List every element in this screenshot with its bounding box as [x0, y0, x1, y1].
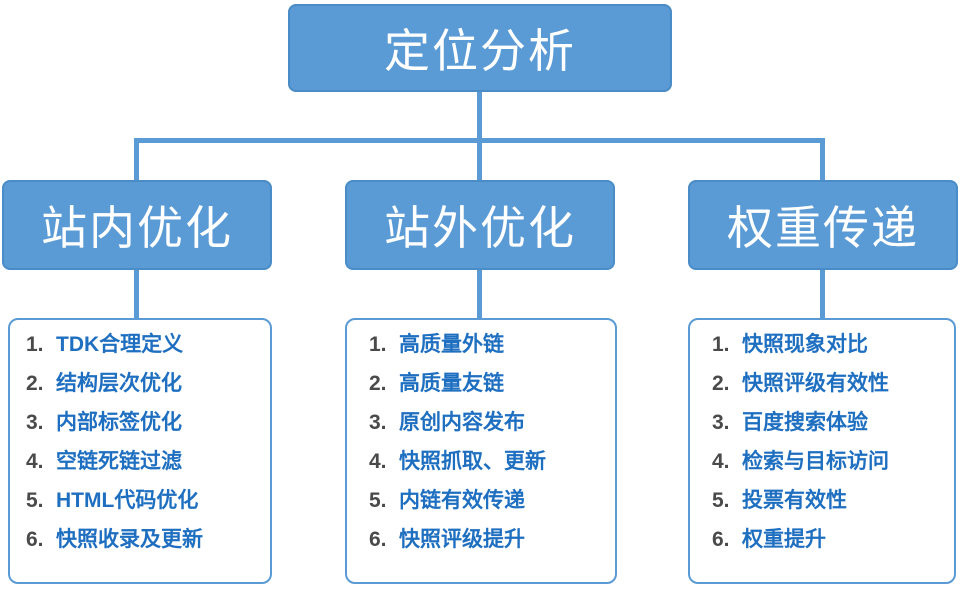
list-item-label: 原创内容发布 — [399, 411, 525, 434]
list-item: 1. 高质量外链 — [347, 334, 615, 355]
list-item-label: 高质量友链 — [399, 372, 504, 395]
list-item-label: 高质量外链 — [399, 333, 504, 356]
list-item-number: 6. — [369, 528, 387, 551]
list-item: 1. 快照现象对比 — [690, 334, 954, 355]
list-item-label: 快照抓取、更新 — [399, 450, 546, 473]
list-item: 6. 快照评级提升 — [347, 529, 615, 550]
branch-node-onsite[interactable]: 站内优化 — [2, 180, 272, 270]
list-item-label: 快照评级有效性 — [742, 372, 889, 395]
connector-root-vertical — [477, 92, 482, 140]
list-item: 3. 内部标签优化 — [10, 412, 270, 433]
root-node-label: 定位分析 — [384, 25, 576, 77]
list-item-label: HTML代码优化 — [56, 489, 199, 512]
list-item: 3. 原创内容发布 — [347, 412, 615, 433]
list-item: 6. 快照收录及更新 — [10, 529, 270, 550]
list-item-number: 3. — [712, 411, 730, 434]
branch-node-offsite[interactable]: 站外优化 — [345, 180, 615, 270]
branch-node-weight-label: 权重传递 — [727, 202, 919, 254]
list-item: 3. 百度搜索体验 — [690, 412, 954, 433]
list-box-weight: 1. 快照现象对比 2. 快照评级有效性 3. 百度搜索体验 4. 检索与目标访… — [688, 318, 956, 584]
list-item: 6. 权重提升 — [690, 529, 954, 550]
list-item-label: 快照评级提升 — [399, 528, 525, 551]
root-node[interactable]: 定位分析 — [288, 4, 672, 92]
branch-node-onsite-label: 站内优化 — [41, 202, 233, 254]
list-item-label: 内链有效传递 — [399, 489, 525, 512]
connector-list-1-vertical — [477, 270, 482, 320]
list-item-number: 5. — [369, 489, 387, 512]
list-item: 2. 高质量友链 — [347, 373, 615, 394]
list-item-number: 5. — [26, 489, 44, 512]
list-box-offsite: 1. 高质量外链 2. 高质量友链 3. 原创内容发布 4. 快照抓取、更新 5… — [345, 318, 617, 584]
list-item: 4. 检索与目标访问 — [690, 451, 954, 472]
list-item: 1. TDK合理定义 — [10, 334, 270, 355]
list-item-label: 结构层次优化 — [56, 372, 182, 395]
list-item: 5. HTML代码优化 — [10, 490, 270, 511]
list-item-number: 2. — [369, 372, 387, 395]
connector-branch-0-vertical — [134, 138, 139, 184]
list-item-label: 内部标签优化 — [56, 411, 182, 434]
list-item-label: 空链死链过滤 — [56, 450, 182, 473]
list-item-label: 快照现象对比 — [742, 333, 868, 356]
list-item-number: 1. — [369, 333, 387, 356]
list-item-label: 百度搜索体验 — [742, 411, 868, 434]
list-item-number: 5. — [712, 489, 730, 512]
list-item-number: 6. — [26, 528, 44, 551]
branch-node-offsite-label: 站外优化 — [384, 202, 576, 254]
list-item-label: 权重提升 — [742, 528, 826, 551]
list-item-label: 快照收录及更新 — [56, 528, 203, 551]
list-item: 4. 快照抓取、更新 — [347, 451, 615, 472]
list-item: 5. 投票有效性 — [690, 490, 954, 511]
list-item-number: 3. — [369, 411, 387, 434]
list-item-number: 3. — [26, 411, 44, 434]
list-item-number: 4. — [712, 450, 730, 473]
list-item-label: 投票有效性 — [742, 489, 847, 512]
connector-list-0-vertical — [134, 270, 139, 320]
connector-list-2-vertical — [820, 270, 825, 320]
list-item-number: 2. — [26, 372, 44, 395]
list-item-number: 4. — [369, 450, 387, 473]
list-item: 2. 结构层次优化 — [10, 373, 270, 394]
list-item: 4. 空链死链过滤 — [10, 451, 270, 472]
list-item-number: 2. — [712, 372, 730, 395]
connector-branch-2-vertical — [820, 138, 825, 184]
branch-node-weight[interactable]: 权重传递 — [688, 180, 958, 270]
connector-branch-1-vertical — [477, 138, 482, 184]
list-item-number: 1. — [26, 333, 44, 356]
list-box-onsite: 1. TDK合理定义 2. 结构层次优化 3. 内部标签优化 4. 空链死链过滤… — [8, 318, 272, 584]
list-item: 5. 内链有效传递 — [347, 490, 615, 511]
list-item-number: 6. — [712, 528, 730, 551]
list-item-label: 检索与目标访问 — [742, 450, 889, 473]
list-item-number: 4. — [26, 450, 44, 473]
list-item-number: 1. — [712, 333, 730, 356]
list-item-label: TDK合理定义 — [56, 333, 184, 356]
list-item: 2. 快照评级有效性 — [690, 373, 954, 394]
